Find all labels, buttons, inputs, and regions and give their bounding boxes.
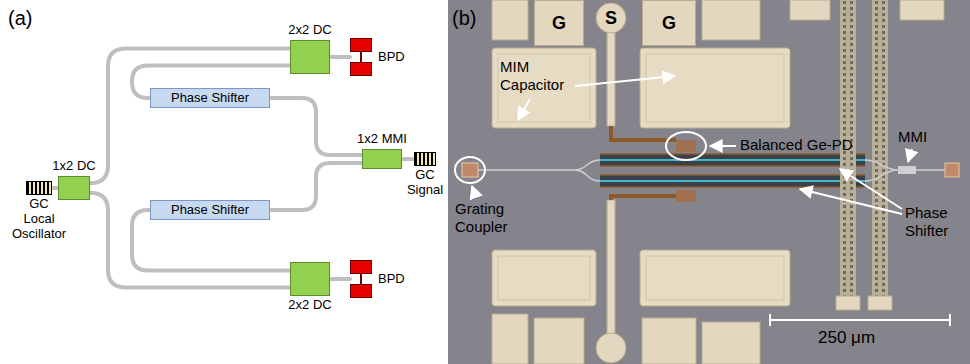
node-label: G [662, 13, 676, 34]
mmi-box: 1x2 MMI [362, 149, 402, 169]
node-label: BPD [378, 50, 405, 65]
label-group: GCSignal [400, 168, 450, 198]
label-group: BPD [378, 272, 405, 287]
waveguide [270, 98, 362, 155]
callout-label: Grating Coupler [455, 200, 527, 236]
node-label: Local Oscillator [4, 212, 74, 242]
waveguide [270, 163, 362, 210]
callout-label: Phase Shifter [905, 204, 965, 240]
coupler-box: 2x2 DC [290, 40, 330, 74]
node-label: Signal [400, 183, 450, 198]
label-group: 1x2 MMI [357, 132, 407, 147]
label-group: GCLocal Oscillator [4, 197, 74, 242]
waveguide [330, 277, 350, 281]
callout-label: MIM Capacitor [500, 58, 590, 94]
label-group: BPD [378, 50, 405, 65]
node-label: Phase Shifter [171, 203, 249, 218]
grating-coupler: GCSignal [414, 152, 436, 166]
label-group: 2x2 DC [288, 23, 331, 38]
node-label: BPD [378, 272, 405, 287]
phase-shifter-box: Phase Shifter [150, 88, 270, 108]
photodiode-square [350, 62, 372, 76]
phase-shifter-box: Phase Shifter [150, 200, 270, 220]
node-label: S [605, 8, 617, 29]
waveguide [90, 193, 290, 288]
grating-coupler: GCLocal Oscillator [26, 181, 52, 195]
callout-label: Balanced Ge-PD [740, 136, 853, 154]
panel-label: (a) [8, 6, 32, 30]
waveguide [330, 55, 350, 59]
photodiode-square [350, 260, 372, 274]
node-label: Phase Shifter [171, 91, 249, 106]
photodiode-square [350, 284, 372, 298]
scale-label: 250 μm [818, 328, 875, 348]
balanced-photodiode: BPD [350, 38, 372, 76]
node-label: 2x2 DC [288, 298, 331, 313]
ground-pad: G [642, 0, 696, 46]
balanced-photodiode: BPD [350, 260, 372, 298]
coupler-box: 2x2 DC [290, 262, 330, 296]
ground-pad: G [534, 0, 584, 46]
label-group: 2x2 DC [288, 298, 331, 313]
node-label: 1x2 DC [52, 159, 95, 174]
node-label: GC [400, 168, 450, 183]
waveguide [402, 157, 414, 161]
callout-label: MMI [898, 128, 927, 146]
panel-label: (b) [452, 6, 476, 30]
photodiode-square [350, 38, 372, 52]
waveguide [90, 49, 290, 184]
node-label: G [552, 13, 566, 34]
signal-pad: S [595, 2, 627, 34]
coupler-box: 1x2 DC [58, 176, 90, 200]
node-label: 1x2 MMI [357, 132, 407, 147]
label-group: 1x2 DC [52, 159, 95, 174]
node-label: 2x2 DC [288, 23, 331, 38]
